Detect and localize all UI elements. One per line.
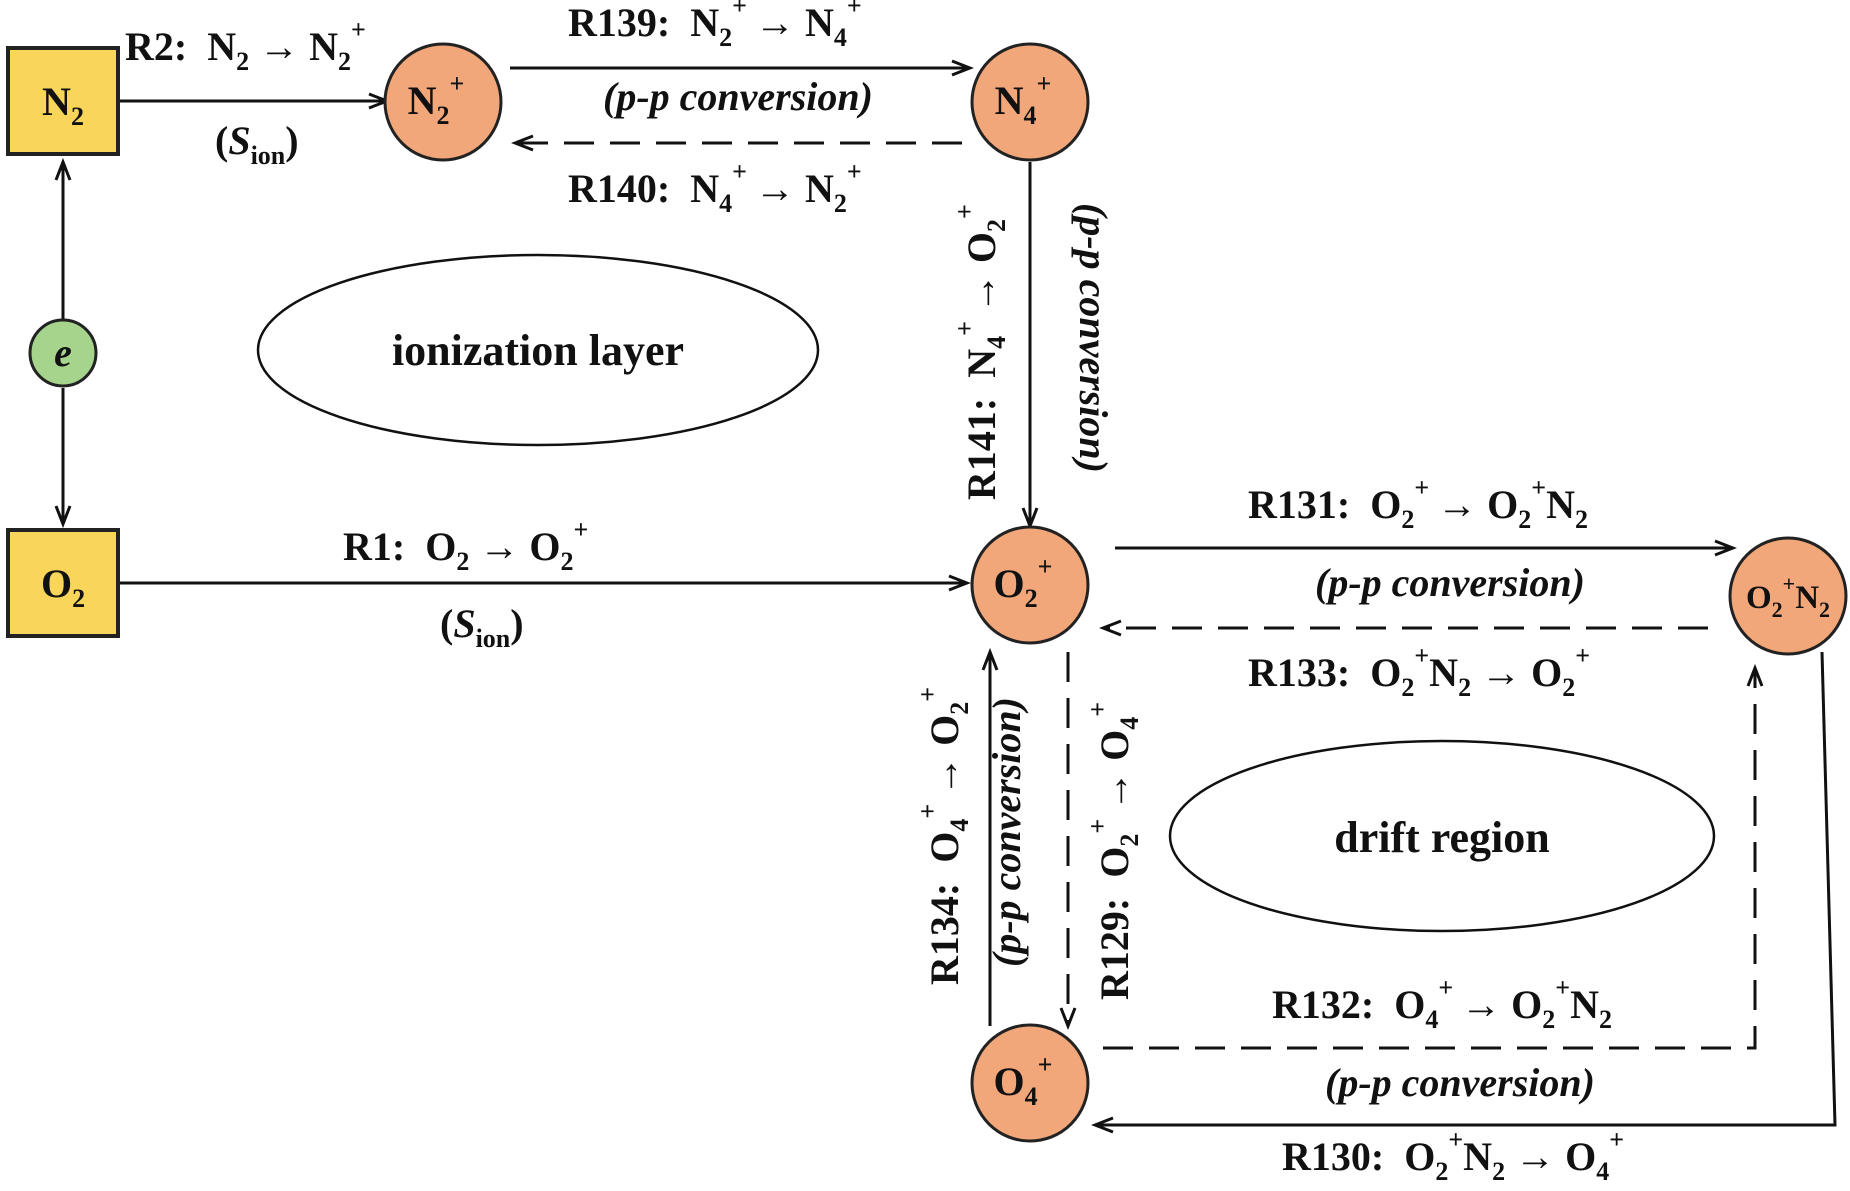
o2n2-cluster-ion-node: O2+N2 [1728,536,1848,656]
r139-pp-conversion-label: (p-p conversion) [603,74,873,119]
r131-pp-conversion-label: (p-p conversion) [1315,560,1585,605]
n2-neutral-box: N2 [6,46,120,156]
r139-label: R139:N2+→N4+ [568,0,862,52]
r130-label: R130:O2+N2→O4+ [1282,1125,1624,1186]
r131-label: R131:O2+→O2+N2 [1248,473,1588,534]
ionization-layer-label: ionization layer [392,326,684,375]
ionization-layer-region: ionization layer [256,253,820,447]
r141-label: R141:N4+→O2+ [950,204,1011,500]
o2-sub: 2 [72,584,85,613]
svg-text:O4+: O4+ [994,1050,1053,1111]
electron-symbol: e [54,330,72,375]
svg-text:O2+N2: O2+N2 [1746,571,1830,622]
n2-sub: 2 [71,102,84,131]
r133-label: R133:O2+N2→O2+ [1248,641,1590,702]
o2-base: O [41,561,72,606]
o2-neutral-box: O2 [6,528,120,638]
r132-arrow [1103,668,1755,1050]
drift-region: drift region [1168,739,1716,933]
r132-label: R132:O4+→O2+N2 [1272,973,1612,1034]
svg-text:N2: N2 [42,79,84,131]
svg-text:O2: O2 [41,561,85,613]
r1-source-label: (Sion) [440,601,524,653]
n4-ion-node: N4+ [970,42,1090,162]
drift-region-label: drift region [1334,813,1550,862]
n2-base: N [42,79,71,124]
r129-label: R129:O2+→O4+ [1083,702,1144,1000]
o4-ion-node: O4+ [970,1023,1090,1143]
svg-text:N2+: N2+ [408,69,465,130]
electron-node: e [28,318,98,388]
o2-ion-node: O2+ [970,525,1090,645]
r132-pp-conversion-label: (p-p conversion) [1325,1060,1595,1105]
r2-label: R2:N2→N2+ [125,15,366,76]
svg-text:O2+: O2+ [994,552,1053,613]
r140-label: R140:N4+→N2+ [568,157,862,218]
r130-arrow [1095,651,1837,1125]
r134-label: R134:O4+→O2+ [913,687,974,985]
r141-pp-conversion-label: (p-p conversion) [1071,203,1116,473]
n2-ion-node: N2+ [383,42,503,162]
r1-label: R1:O2→O2+ [343,515,588,576]
svg-text:N4+: N4+ [995,69,1052,130]
r2-source-label: (Sion) [215,118,299,170]
r134-pp-conversion-label: (p-p conversion) [984,697,1029,967]
